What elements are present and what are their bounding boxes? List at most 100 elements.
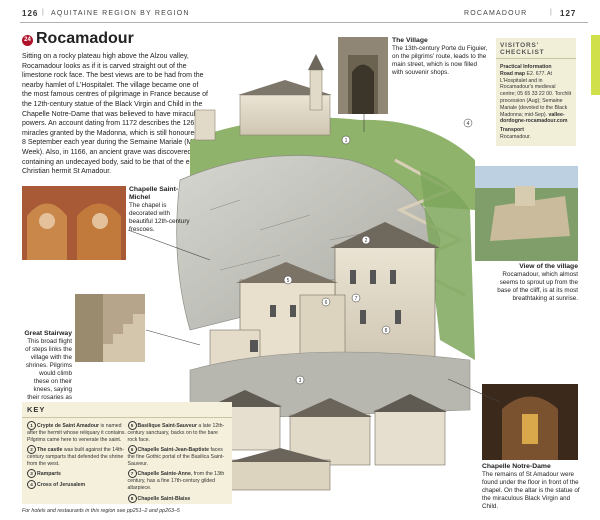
village-photo: [338, 37, 388, 114]
header-divider: |: [42, 9, 46, 16]
svg-text:8: 8: [385, 328, 388, 334]
visitors-checklist: VISITORS' CHECKLIST Practical Informatio…: [496, 38, 576, 146]
chapel-interior-photo: [482, 384, 578, 460]
svg-text:4: 4: [467, 121, 470, 127]
marker-7: [351, 293, 361, 303]
practical-info-title: Practical Information: [500, 64, 552, 70]
key-number: 2: [27, 445, 36, 455]
key-number: 8: [127, 493, 137, 503]
key-heading: KEY: [22, 402, 232, 418]
page-title: Rocamadour: [36, 30, 134, 47]
rock-texture: [209, 199, 381, 271]
caption-chapelle-michel: Chapelle Saint-Michel The chapel is deco…: [129, 186, 191, 234]
marker-1: [341, 135, 351, 145]
caption-stairway-text: This broad flight of steps links the vil…: [25, 338, 72, 409]
key-item-title: Ramparts: [37, 471, 61, 478]
left-section-title: AQUITAINE REGION BY REGION: [51, 10, 190, 17]
key-item-text: faces the fine Gothic portal of the Basi…: [127, 447, 225, 467]
caption-notre-dame-text: The remains of St Amadour were found und…: [482, 471, 580, 510]
key-item-title: Crypte de Saint Amadour: [37, 423, 100, 429]
caption-view-title: View of the village: [519, 263, 578, 270]
caption-chapelle-michel-title: Chapelle Saint-Michel: [129, 186, 179, 201]
caption-chapelle-michel-text: The chapel is decorated with beautiful 1…: [129, 202, 190, 233]
road-map-label: Road map: [500, 70, 526, 77]
marker-3: [295, 375, 305, 385]
caption-village: The Village The 13th-century Porte du Fi…: [392, 37, 488, 77]
caption-village-text: The 13th-century Porte du Figuier, on th…: [392, 45, 488, 76]
header-rule: [20, 22, 588, 23]
checklist-heading: VISITORS' CHECKLIST: [496, 38, 576, 59]
caption-notre-dame-title: Chapelle Notre-Dame: [482, 463, 551, 470]
right-section-title: ROCAMADOUR: [464, 10, 528, 17]
events-text: Torchlit procession (Aug); Semaine Maria…: [500, 91, 572, 118]
marker-8: [381, 325, 391, 335]
village-view-photo: [475, 166, 578, 261]
village-houses: [208, 390, 447, 491]
key-number: 1: [27, 421, 36, 430]
left-page-number: 126: [22, 9, 39, 18]
caption-notre-dame: Chapelle Notre-Dame The remains of St Am…: [482, 463, 582, 511]
key-number: 4: [27, 480, 36, 490]
stairway-photo: [75, 294, 145, 362]
key-item-text: was built against the 14th-century rampa…: [27, 447, 125, 467]
key-item-text: a late 12th-century sanctuary, backs on …: [127, 423, 225, 443]
transport-text: Rocamadour.: [500, 133, 531, 140]
key-item-text: is named after the hermit whose reliquar…: [27, 423, 126, 443]
key-item-text: , from the 13th century, has a fine 17th…: [127, 471, 225, 491]
key-item-title: Chapelle Sainte-Anne: [137, 471, 191, 478]
key-number: 6: [127, 445, 137, 455]
caption-stairway: Great Stairway This broad flight of step…: [22, 330, 72, 410]
header-divider-right: |: [550, 9, 554, 16]
section-color-tab: [591, 35, 600, 95]
caption-stairway-title: Great Stairway: [24, 330, 72, 337]
castle-top: [194, 54, 332, 141]
caption-view: View of the village Rocamadour, which al…: [492, 263, 578, 303]
marker-5: [283, 275, 293, 285]
population-value: 677.: [535, 70, 546, 77]
key-item-title: The castle: [37, 447, 63, 454]
page-header: 126 | AQUITAINE REGION BY REGION ROCAMAD…: [0, 0, 600, 26]
key-item-title: Basilique Saint-Sauveur: [137, 423, 197, 429]
svg-text:6: 6: [325, 300, 328, 306]
marker-4: [463, 118, 473, 128]
marker-2: [361, 235, 371, 245]
marker-6: [321, 297, 331, 307]
svg-text:3: 3: [299, 378, 302, 384]
svg-text:7: 7: [355, 296, 358, 302]
tourist-office: At L'Hospitalet and in Rocamadour's medi…: [500, 70, 556, 98]
caption-village-title: The Village: [392, 37, 428, 44]
key-number: 7: [127, 469, 137, 479]
key-number: 5: [127, 421, 137, 430]
svg-text:2: 2: [365, 238, 368, 244]
fresco-photo: [22, 186, 126, 260]
svg-text:1: 1: [345, 138, 348, 144]
key-item-title: Chapelle Saint-Jean-Baptiste: [137, 447, 210, 454]
caption-view-text: Rocamadour, which almost seems to sprout…: [497, 271, 578, 302]
leader-stairway: [145, 329, 201, 346]
key-item-title: Chapelle Saint-Blaise: [137, 495, 191, 502]
key-number: 3: [27, 469, 36, 479]
right-page-number: 127: [560, 9, 577, 18]
entry-number-badge: 24: [22, 35, 33, 46]
rocamadour-illustration: 1 4 2 5 6 7 8 3: [176, 54, 475, 491]
page-footnote: For hotels and restaurants in this regio…: [22, 508, 180, 514]
road-map-ref: E2.: [526, 70, 535, 77]
leader-notre-dame: [447, 378, 501, 403]
svg-text:5: 5: [287, 278, 290, 284]
slope-trees: [420, 170, 475, 360]
key-item-title: Cross of Jerusalem: [37, 482, 86, 489]
website-link[interactable]: vallee-dordogne-rocamadour.com: [500, 111, 568, 125]
leader-chapelle-michel: [127, 229, 211, 261]
